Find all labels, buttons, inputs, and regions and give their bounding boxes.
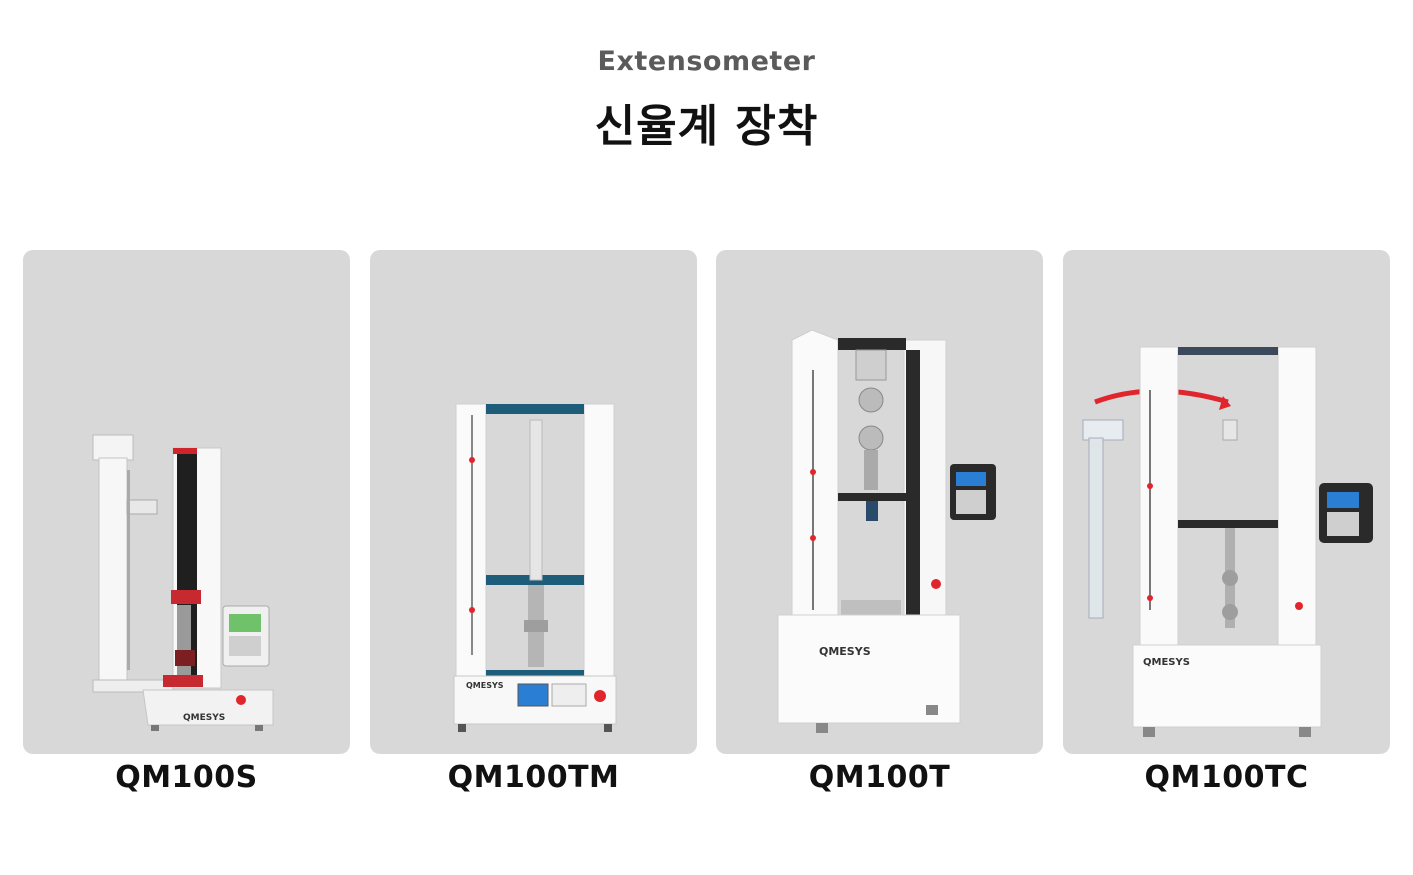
product-name-qm100tc: QM100TC <box>1144 760 1309 795</box>
section-subtitle: Extensometer <box>597 46 816 77</box>
product-card-qm100t[interactable]: QMESYS <box>716 250 1043 754</box>
product-image-qm100tc: QMESYS <box>1082 346 1373 737</box>
product-name-qm100t: QM100T <box>808 760 951 795</box>
brand-logo: QMESYS <box>183 713 225 723</box>
product-image-qm100t: QMESYS <box>777 329 996 733</box>
brand-logo: QMESYS <box>1143 657 1190 668</box>
brand-logo: QMESYS <box>819 645 871 658</box>
section-title: 신율계 장착 <box>594 101 819 152</box>
product-card-qm100tm[interactable]: QMESYS <box>370 250 697 754</box>
product-card-qm100s[interactable]: QMESYS <box>23 250 350 754</box>
product-image-qm100s: QMESYS <box>92 434 274 731</box>
product-image-qm100tm: QMESYS <box>453 403 617 732</box>
product-name-qm100tm: QM100TM <box>447 760 620 795</box>
product-card-qm100tc[interactable]: QMESYS <box>1063 250 1390 754</box>
product-name-qm100s: QM100S <box>115 760 258 795</box>
brand-logo: QMESYS <box>466 681 504 690</box>
